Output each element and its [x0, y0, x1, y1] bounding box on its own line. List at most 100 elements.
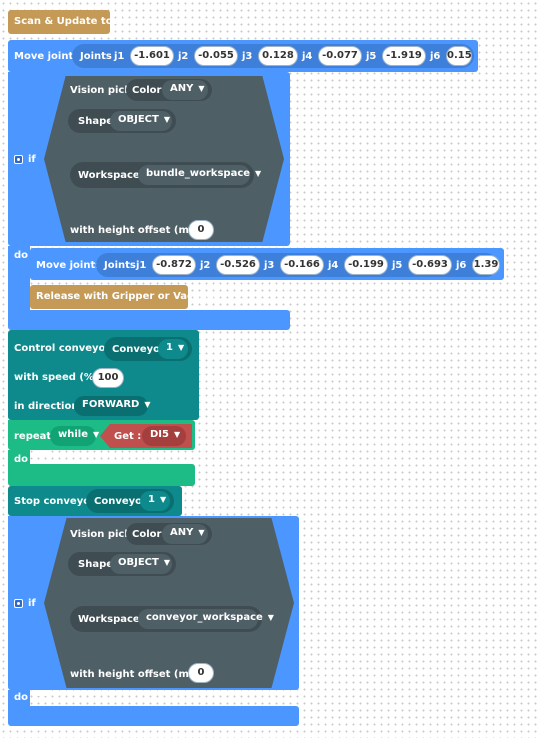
color-input-group: Color ANY▼ — [126, 523, 212, 545]
shape-dropdown[interactable]: OBJECT▼ — [110, 554, 172, 574]
conveyor-value: 1 — [148, 494, 155, 505]
height-offset-input[interactable]: 0 — [188, 220, 214, 240]
color-label: Color — [132, 85, 162, 96]
control-conveyor-block[interactable]: Control conveyor: Conveyor 1▼ with speed… — [8, 330, 199, 420]
direction-dropdown[interactable]: FORWARD ▼ — [74, 396, 151, 416]
color-dropdown[interactable]: ANY ▼ — [162, 80, 208, 100]
dropdown-arrow-icon: ▼ — [255, 169, 262, 178]
conveyor-label: Conveyor — [112, 344, 165, 355]
joint-value-input[interactable]: 0.128 — [258, 46, 298, 66]
speed-input[interactable]: 100 — [92, 368, 124, 388]
direction-value: FORWARD — [82, 399, 140, 410]
dropdown-arrow-icon: ▼ — [163, 115, 170, 124]
joint-value-input[interactable]: -0.872 — [152, 255, 196, 275]
joint-value-input[interactable]: -1.919 — [382, 46, 426, 66]
gear-icon[interactable] — [14, 599, 23, 608]
scan-update-tool-label: Scan & Update tool — [14, 16, 123, 27]
digital-input-dropdown[interactable]: DI5▼ — [142, 426, 186, 446]
joint-value-input[interactable]: -0.526 — [216, 255, 260, 275]
workspace-dropdown[interactable]: conveyor_workspace▼ — [138, 609, 274, 629]
joint-value-input[interactable]: 1.39 — [472, 255, 500, 275]
shape-input-group: Shape OBJECT▼ — [68, 109, 176, 133]
vision-pick-label: Vision pick — [70, 85, 132, 96]
joints-label: Joints — [80, 51, 112, 62]
workspace-input-group: Workspace : bundle_workspace▼ — [70, 162, 261, 188]
shape-input-group: Shape OBJECT▼ — [68, 552, 176, 576]
joint-name: j5 — [366, 51, 377, 62]
joints-input-group: Joints j1 -1.601 j2 -0.055 j3 0.128 j4 -… — [72, 44, 474, 68]
joint-value-input[interactable]: -1.601 — [130, 46, 174, 66]
joint-name: j4 — [328, 260, 339, 271]
empty-do-slot — [34, 690, 48, 696]
if-label: if — [28, 154, 36, 165]
vision-pick-label: Vision pick — [70, 529, 132, 540]
if-block-spine — [8, 246, 30, 310]
move-joints-block[interactable]: Move joints Joints j1 -0.872 j2 -0.526 j… — [30, 248, 504, 280]
release-gripper-block[interactable]: Release with Gripper or Vacuum — [30, 285, 218, 309]
conveyor-input-group: Conveyor 1▼ — [86, 489, 174, 513]
joint-value-input[interactable]: -0.077 — [318, 46, 362, 66]
conveyor-dropdown[interactable]: 1▼ — [140, 491, 170, 511]
get-label: Get : — [114, 431, 142, 442]
repeat-label: repeat — [14, 431, 52, 442]
digital-input-value: DI5 — [150, 429, 169, 440]
joint-name: j3 — [264, 260, 275, 271]
dropdown-arrow-icon: ▼ — [144, 400, 151, 409]
dropdown-arrow-icon: ▼ — [177, 343, 185, 352]
vision-pick-block[interactable] — [44, 76, 284, 242]
control-conveyor-label: Control conveyor: — [14, 343, 115, 354]
workspace-label: Workspace : — [78, 614, 148, 625]
conveyor-dropdown[interactable]: 1▼ — [158, 339, 188, 359]
release-gripper-label: Release with Gripper or Vacuum — [36, 291, 218, 302]
stop-conveyor-block[interactable]: Stop conveyor Conveyor 1▼ — [8, 486, 182, 516]
joint-name: j6 — [456, 260, 467, 271]
direction-label: in direction: — [14, 401, 83, 412]
conveyor-input-group: Conveyor 1▼ — [104, 337, 192, 361]
workspace-label: Workspace : — [78, 170, 148, 181]
joint-name: j2 — [178, 51, 189, 62]
joint-name: j5 — [392, 260, 403, 271]
repeat-mode-value: while — [58, 429, 88, 440]
joints-label: Joints — [104, 260, 136, 271]
joint-name: j1 — [136, 260, 147, 271]
shape-dropdown[interactable]: OBJECT▼ — [110, 111, 172, 131]
shape-label: Shape — [78, 559, 114, 570]
joint-value-input[interactable]: -0.166 — [280, 255, 324, 275]
color-dropdown[interactable]: ANY▼ — [162, 524, 208, 544]
joint-name: j2 — [200, 260, 211, 271]
joints-input-group: Joints j1 -0.872 j2 -0.526 j3 -0.166 j4 … — [96, 253, 500, 277]
joint-value-input[interactable]: -0.693 — [408, 255, 452, 275]
repeat-mode-dropdown[interactable]: while▼ — [50, 426, 99, 446]
gear-icon[interactable] — [14, 155, 23, 164]
vision-pick-block[interactable] — [44, 518, 294, 688]
joint-value-input[interactable]: -0.199 — [344, 255, 388, 275]
color-input-group: Color ANY ▼ — [126, 79, 212, 101]
dropdown-arrow-icon: ▼ — [159, 495, 167, 504]
workspace-dropdown[interactable]: bundle_workspace▼ — [138, 165, 261, 185]
dropdown-arrow-icon: ▼ — [198, 84, 205, 93]
joint-value-input[interactable]: 0.15 — [446, 46, 472, 66]
if-block-footer — [8, 706, 299, 726]
conveyor-value: 1 — [166, 342, 173, 353]
do-label: do — [14, 454, 29, 465]
move-joints-label: Move joints — [14, 51, 80, 62]
shape-label: Shape — [78, 116, 114, 127]
do-label: do — [14, 692, 29, 703]
joint-value-input[interactable]: -0.055 — [194, 46, 238, 66]
color-value: ANY — [170, 83, 194, 94]
stop-conveyor-label: Stop conveyor — [14, 496, 96, 507]
dropdown-arrow-icon: ▼ — [198, 528, 205, 537]
height-offset-label: with height offset (mm) — [70, 669, 204, 680]
height-offset-label: with height offset (mm) — [70, 225, 204, 236]
workspace-value: conveyor_workspace — [146, 612, 263, 623]
if-block-spine — [8, 690, 30, 706]
conveyor-label: Conveyor — [94, 496, 147, 507]
repeat-block-footer — [8, 464, 195, 486]
move-joints-block[interactable]: Move joints Joints j1 -1.601 j2 -0.055 j… — [8, 40, 478, 72]
joint-name: j4 — [302, 51, 313, 62]
if-block-footer — [8, 310, 290, 330]
joint-name: j3 — [242, 51, 253, 62]
get-digital-input-block[interactable]: Get : DI5▼ — [100, 424, 192, 448]
scan-update-tool-block[interactable]: Scan & Update tool — [8, 10, 123, 34]
height-offset-input[interactable]: 0 — [188, 663, 214, 683]
